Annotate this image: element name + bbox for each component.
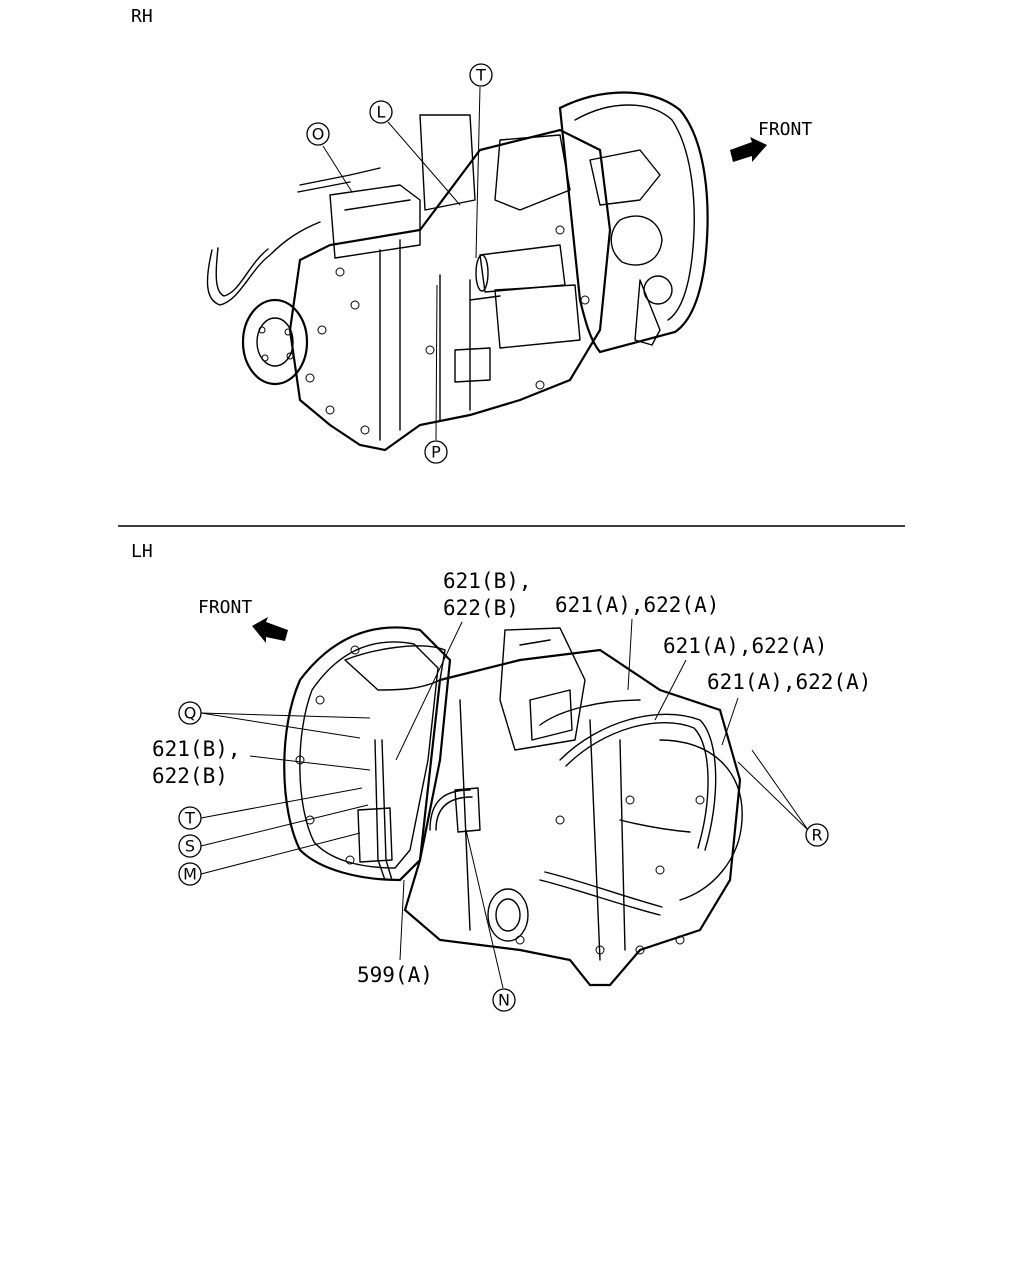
lh-front-arrow-icon bbox=[252, 617, 288, 643]
callout-r: R bbox=[811, 826, 822, 845]
callout-n-marker bbox=[492, 988, 516, 1012]
lh-view: LH FRONT bbox=[131, 541, 871, 1012]
callout-o-marker bbox=[306, 122, 330, 146]
callout-p-marker bbox=[424, 440, 448, 464]
callout-s: S bbox=[185, 837, 195, 856]
rh-front-arrow-icon bbox=[730, 137, 767, 162]
lh-callouts: Q T S M N R bbox=[178, 701, 829, 1012]
label-599a: 599(A) bbox=[357, 963, 433, 987]
callout-s-marker bbox=[178, 834, 202, 858]
callout-n: N bbox=[498, 991, 510, 1010]
callout-l: L bbox=[377, 103, 386, 122]
callout-o: O bbox=[312, 125, 325, 144]
callout-q: Q bbox=[184, 704, 197, 723]
label-621b-622b-top-line1: 621(B), bbox=[443, 569, 532, 593]
rh-view: RH FRONT bbox=[131, 6, 812, 464]
callout-q-marker bbox=[178, 701, 202, 725]
callout-p: P bbox=[431, 443, 441, 462]
callout-l-marker bbox=[369, 100, 393, 124]
label-621a-622a-1: 621(A),622(A) bbox=[555, 593, 719, 617]
callout-m: M bbox=[183, 865, 197, 884]
label-621a-622a-3: 621(A),622(A) bbox=[707, 670, 871, 694]
callout-r-marker bbox=[805, 823, 829, 847]
label-621a-622a-2: 621(A),622(A) bbox=[663, 634, 827, 658]
lh-view-label: LH bbox=[131, 541, 153, 562]
label-621b-622b-left-line1: 621(B), bbox=[152, 737, 241, 761]
label-621b-622b-left-line2: 622(B) bbox=[152, 764, 228, 788]
rh-callouts: O L T P bbox=[306, 63, 493, 464]
rh-view-label: RH bbox=[131, 6, 153, 27]
callout-t-marker bbox=[469, 63, 493, 87]
lh-front-label: FRONT bbox=[198, 597, 252, 618]
lh-label-leaders bbox=[249, 618, 739, 961]
rh-transmission-drawing bbox=[206, 91, 709, 452]
callout-m-marker bbox=[178, 862, 202, 886]
rh-front-label: FRONT bbox=[758, 119, 812, 140]
lh-part-labels: 621(B), 622(B) 621(A),622(A) 621(A),622(… bbox=[152, 569, 871, 987]
callout-t-lh: T bbox=[184, 809, 195, 828]
callout-t: T bbox=[475, 66, 486, 85]
callout-t-marker bbox=[178, 806, 202, 830]
lh-transmission-drawing bbox=[283, 626, 743, 987]
label-621b-622b-top-line2: 622(B) bbox=[443, 596, 519, 620]
